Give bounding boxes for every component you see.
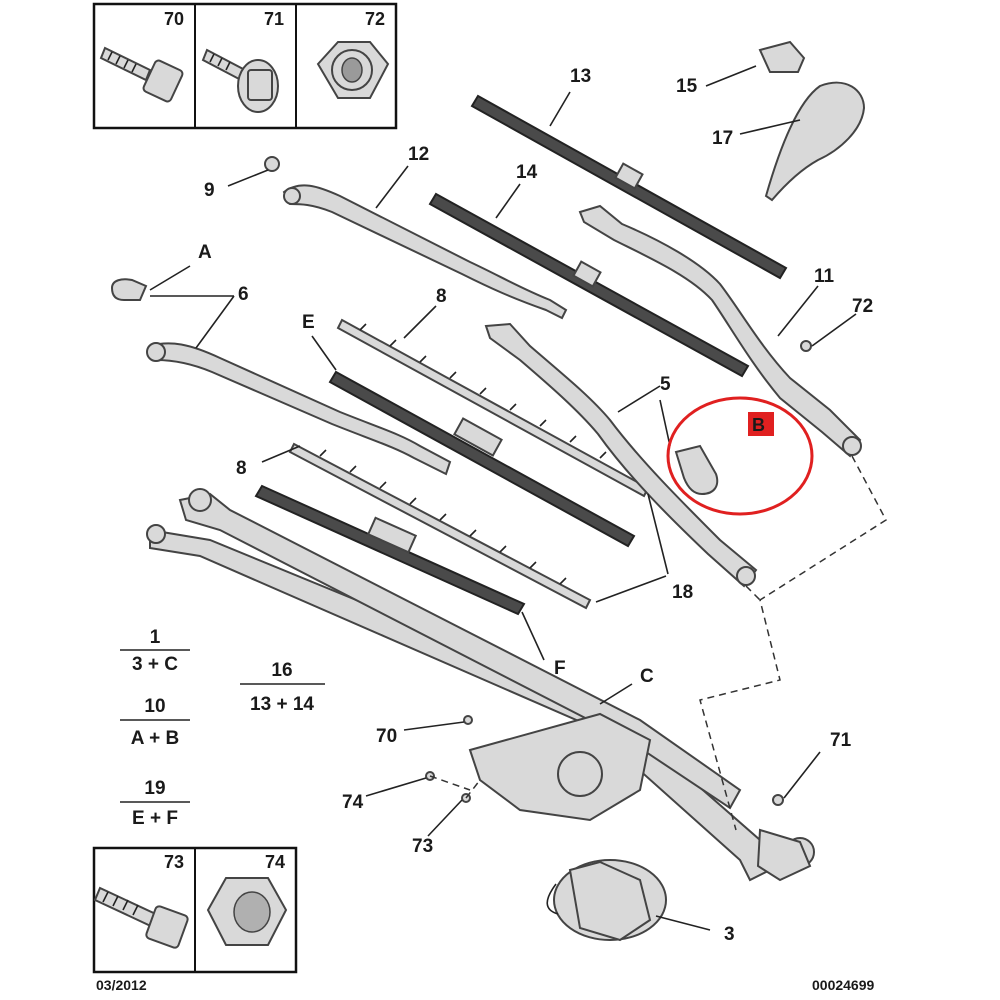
wiper-arm-5 xyxy=(484,322,758,588)
legend-19-num: 19 xyxy=(144,778,165,799)
assembly-dashed-lines xyxy=(429,455,887,831)
legend-16-num: 16 xyxy=(271,660,292,681)
footer-date: 03/2012 xyxy=(96,977,147,993)
callout-5: 5 xyxy=(660,374,671,395)
cap-B xyxy=(674,444,719,496)
leader-lines xyxy=(149,65,857,931)
callout-74: 74 xyxy=(342,792,364,813)
kit-label-73: 73 xyxy=(164,852,184,872)
bolt-70-drawing xyxy=(99,46,184,103)
kit-label-71: 71 xyxy=(264,9,284,29)
legend-1-den: 3 + C xyxy=(132,654,178,675)
callout-8-upper: 8 xyxy=(436,286,447,307)
wiper-blade-F xyxy=(254,484,526,616)
footer-ref: 00024699 xyxy=(812,977,875,993)
callout-72: 72 xyxy=(852,296,873,317)
wiper-arm-11 xyxy=(578,204,862,458)
linkage-C xyxy=(146,488,815,882)
motor-3 xyxy=(546,859,667,942)
bolt-73-drawing xyxy=(93,886,189,949)
kit-box-top: 70 71 72 xyxy=(92,2,398,130)
callout-71: 71 xyxy=(830,730,852,751)
callout-11: 11 xyxy=(814,266,835,287)
legend-10-den: A + B xyxy=(131,728,179,749)
callout-C: C xyxy=(640,666,654,687)
callout-14: 14 xyxy=(516,162,538,183)
highlight-label-B: B xyxy=(752,415,765,435)
callout-6: 6 xyxy=(238,284,249,305)
small-parts xyxy=(110,40,866,806)
callout-70: 70 xyxy=(376,726,397,747)
callout-18: 18 xyxy=(672,582,693,603)
wiper-blade-13 xyxy=(470,94,788,280)
callout-73: 73 xyxy=(412,836,433,857)
kit-label-74: 74 xyxy=(265,852,285,872)
legend-1-num: 1 xyxy=(150,627,161,648)
nut-72-drawing xyxy=(316,41,390,99)
wiper-arm-6 xyxy=(146,342,452,476)
bolt-71-drawing xyxy=(201,48,279,113)
callout-17: 17 xyxy=(712,128,733,149)
callouts: 13 15 17 12 14 9 A 6 11 72 8 E 5 8 18 F … xyxy=(198,66,873,945)
callout-A: A xyxy=(198,242,212,263)
legend-19-den: E + F xyxy=(132,808,178,829)
wiper-blade-E xyxy=(328,370,636,548)
kit-label-70: 70 xyxy=(164,9,184,29)
kit-label-72: 72 xyxy=(365,9,385,29)
legend-16-den: 13 + 14 xyxy=(250,694,314,715)
callout-8-lower: 8 xyxy=(236,458,247,479)
legend: 1 3 + C 10 A + B 19 E + F 16 13 + 14 xyxy=(120,627,325,829)
wiper-blade-8-upper xyxy=(336,318,650,498)
callout-F: F xyxy=(554,658,566,679)
kit-box-bottom: 73 74 xyxy=(92,846,298,974)
callout-12: 12 xyxy=(408,144,429,165)
nut-74-drawing xyxy=(206,877,288,946)
callout-13: 13 xyxy=(570,66,591,87)
wiper-blade-14 xyxy=(428,192,750,378)
highlight-label-box xyxy=(748,412,774,436)
wiper-arm-12 xyxy=(282,184,568,320)
callout-9: 9 xyxy=(204,180,215,201)
highlight-circle xyxy=(666,396,814,516)
callout-15: 15 xyxy=(676,76,698,97)
callout-3: 3 xyxy=(724,924,735,945)
legend-10-num: 10 xyxy=(144,696,165,717)
callout-E: E xyxy=(302,312,315,333)
